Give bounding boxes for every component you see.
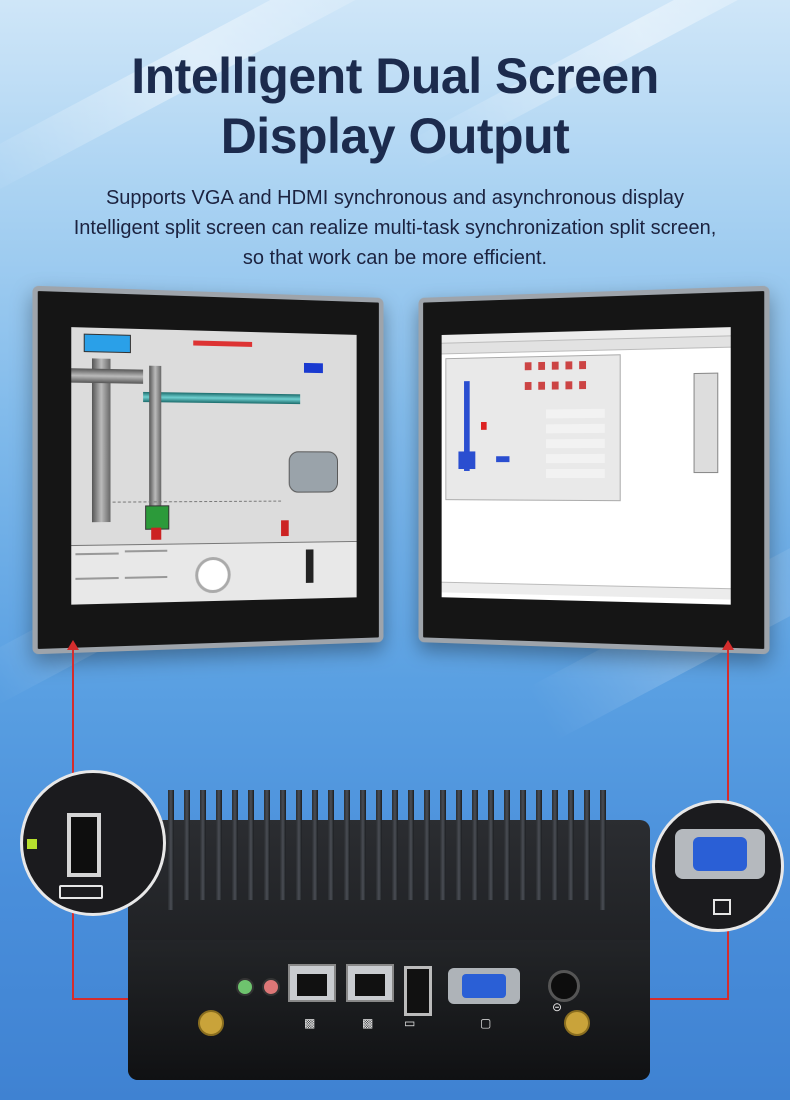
hmi-red-tank [151, 527, 162, 540]
subtitle-line1: Supports VGA and HDMI synchronous and as… [105, 187, 685, 209]
mini-pc-body: ▩ ▩ ▭ ▢ ⊝ [128, 790, 650, 1080]
hmi-pipe-teal [143, 391, 301, 405]
red-led-row1 [524, 360, 593, 371]
arrow-right-head [722, 640, 734, 650]
subtitle-line3: so that work can be more efficient. [242, 247, 548, 269]
lan-port-1[interactable] [288, 964, 336, 1002]
vga-port-inner [462, 974, 506, 998]
left-monitor-screen[interactable] [71, 327, 357, 605]
arrow-left-head [67, 640, 79, 650]
green-led [27, 839, 37, 849]
hmi-pipe-column [149, 365, 162, 508]
hdmi-zoom-circle [20, 770, 166, 916]
vga-port-closeup [675, 829, 765, 879]
hmi-title-text [193, 340, 253, 347]
blue-indicator-small [496, 456, 510, 463]
hmi-cylinder [145, 505, 170, 530]
dc-icon: ⊝ [552, 1000, 563, 1014]
dc-power[interactable] [548, 970, 580, 1002]
lan-port-2[interactable] [346, 964, 394, 1002]
right-monitor [418, 285, 770, 655]
subtitle-line2: Intelligent split screen can realize mul… [73, 217, 717, 239]
page-title-line1: Intelligent Dual Screen [131, 48, 659, 104]
hdmi-port[interactable] [404, 966, 432, 1016]
antenna-right[interactable] [564, 1010, 590, 1036]
left-monitor [32, 285, 384, 655]
vga-port[interactable] [448, 968, 520, 1004]
heatsink-fins [168, 790, 608, 910]
button-grid[interactable] [546, 408, 605, 480]
vga-closeup-inner [693, 837, 747, 871]
vga-zoom-circle [652, 800, 784, 932]
hmi-blue-tag [303, 362, 323, 374]
audio-jack-green[interactable] [236, 978, 254, 996]
hmi-motor [288, 451, 338, 493]
right-monitor-screen[interactable] [441, 327, 731, 605]
antenna-left[interactable] [198, 1010, 224, 1036]
hmi-pipe-horizontal [71, 368, 144, 384]
lan-icon-2: ▩ [362, 1016, 374, 1030]
status-bar [441, 581, 731, 600]
hmi-top-button[interactable] [83, 333, 131, 354]
red-led-row2 [524, 380, 593, 391]
vga-closeup-icon [713, 899, 731, 915]
hmi-red-bar [281, 520, 289, 537]
toolbox-panel[interactable] [693, 372, 719, 474]
page-title-line2: Display Output [220, 108, 570, 164]
hmi-lever[interactable] [305, 549, 314, 583]
red-indicator [480, 421, 487, 430]
hdmi-port-closeup [67, 813, 101, 877]
audio-jack-red[interactable] [262, 978, 280, 996]
hdmi-icon: ▭ [404, 1016, 416, 1030]
hdmi-closeup-icon [59, 885, 103, 899]
lan-icon-1: ▩ [304, 1016, 316, 1030]
vga-icon: ▢ [480, 1016, 492, 1030]
hmi-dashed-line [112, 500, 282, 503]
blue-level-base [458, 451, 476, 470]
